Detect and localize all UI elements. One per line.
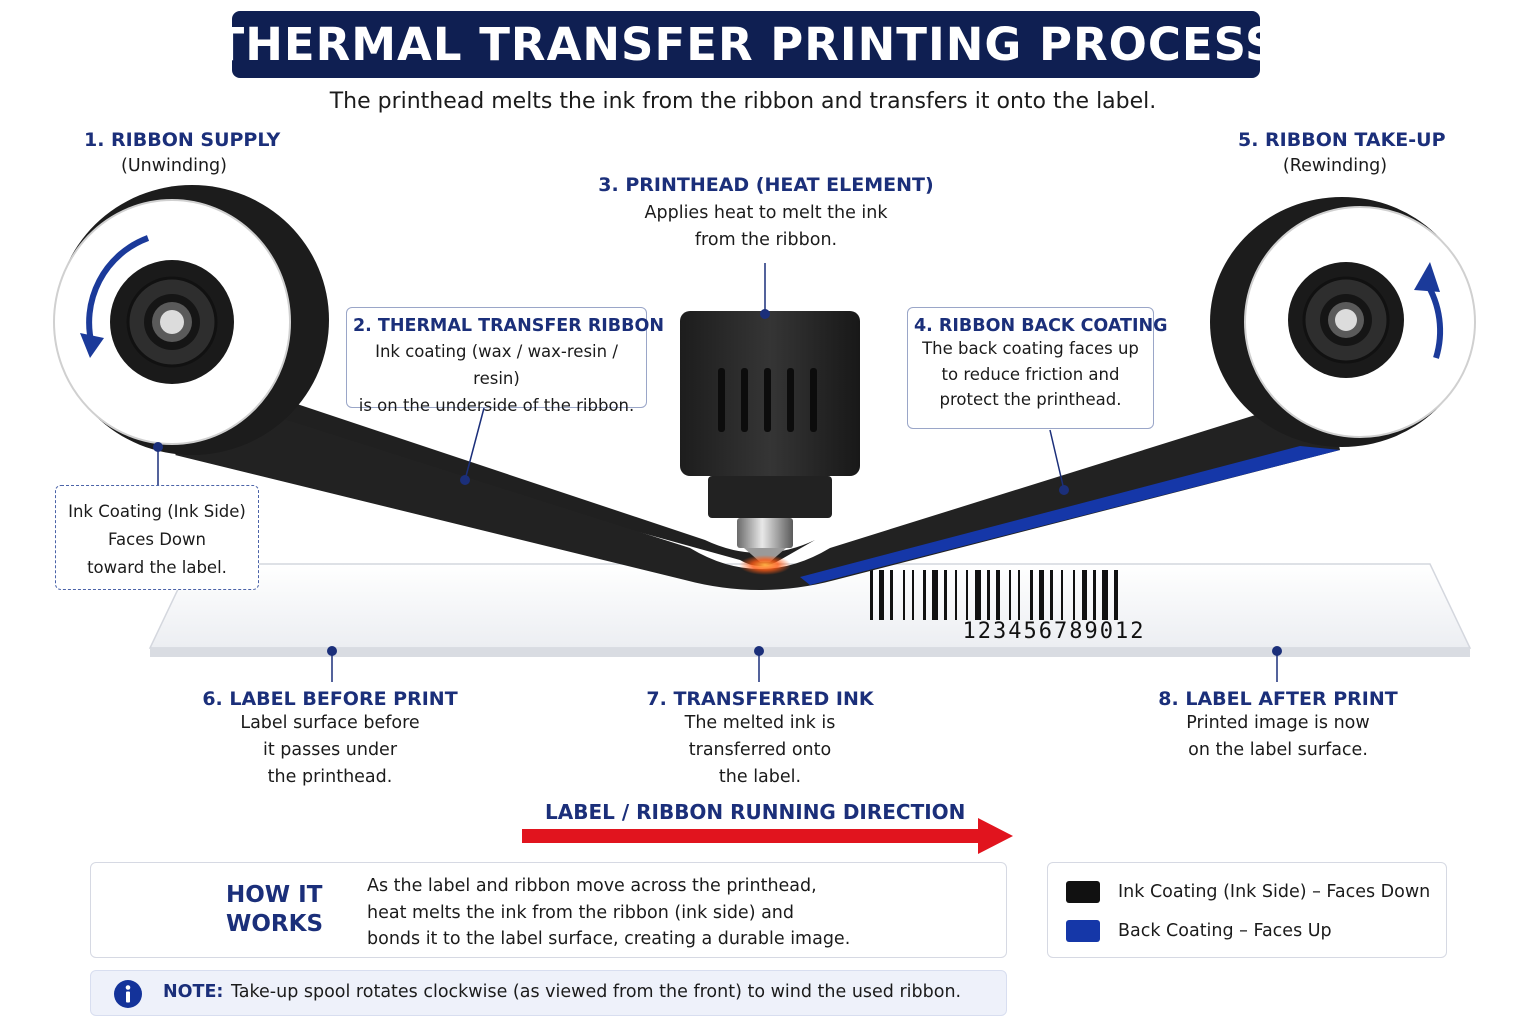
direction-arrow-icon: [522, 818, 1013, 854]
step-title: 1. RIBBON SUPPLY: [84, 129, 281, 151]
barcode-bar: [1082, 570, 1087, 620]
ribbon-takeup-spool: [1210, 197, 1476, 447]
step-text-line: Applies heat to melt the ink: [644, 203, 888, 223]
barcode-bar: [932, 570, 938, 620]
step-text-line: it passes under: [262, 740, 398, 760]
how-it-works-title: HOW IT WORKS: [226, 881, 336, 939]
barcode-bar: [1018, 570, 1020, 620]
barcode-bar: [987, 570, 990, 620]
legend-label: Back Coating – Faces Up: [1118, 921, 1332, 941]
note-line: Ink Coating (Ink Side): [68, 502, 246, 521]
legend-item-back: Back Coating – Faces Up: [1066, 920, 1332, 942]
legend-swatch-ink: [1066, 881, 1100, 903]
step-title: 4. RIBBON BACK COATING: [914, 316, 1168, 336]
step-title: 3. PRINTHEAD (HEAT ELEMENT): [598, 174, 934, 196]
step-title: 5. RIBBON TAKE-UP: [1238, 129, 1446, 151]
barcode-bar: [1061, 570, 1063, 620]
step-text-line: the printhead.: [267, 767, 393, 787]
step-text-line: Label surface before: [240, 713, 420, 733]
step-title: 2. THERMAL TRANSFER RIBBON: [353, 316, 665, 336]
how-title-line: WORKS: [226, 911, 324, 937]
note-line: Faces Down: [108, 530, 206, 549]
step-label-after: 8. LABEL AFTER PRINT Printed image is no…: [1150, 688, 1406, 764]
barcode-bar: [903, 570, 905, 620]
step-text-line: to reduce friction and: [941, 364, 1120, 384]
step-text-line: Printed image is now: [1186, 713, 1370, 733]
step-text-line: The melted ink is: [684, 713, 836, 733]
barcode-bar: [1039, 570, 1044, 620]
step-text-line: from the ribbon.: [694, 230, 838, 250]
legend-swatch-back: [1066, 920, 1100, 942]
barcode-bar: [1073, 570, 1075, 620]
step-transferred-ink: 7. TRANSFERRED INK The melted ink is tra…: [640, 688, 880, 791]
rewind-arrowhead: [1414, 262, 1440, 292]
page-title: THERMAL TRANSFER PRINTING PROCESS: [213, 18, 1279, 71]
barcode-bar: [912, 570, 914, 620]
barcode-bar: [890, 570, 893, 620]
step-text-line: on the label surface.: [1188, 740, 1368, 760]
step-title: 6. LABEL BEFORE PRINT: [202, 688, 458, 710]
note-panel: NOTE: Take-up spool rotates clockwise (a…: [90, 970, 1007, 1016]
barcode-bar: [923, 570, 926, 620]
heat-glow: [739, 555, 791, 575]
barcode-bar: [1030, 570, 1033, 620]
barcode-bar: [1102, 570, 1108, 620]
barcode-bar: [1009, 570, 1011, 620]
note-label: NOTE:: [163, 982, 224, 1002]
barcode-number: 123456789012: [962, 619, 1146, 644]
unwind-arrow-icon: [86, 235, 150, 346]
barcode-bar: [996, 570, 1000, 620]
barcode-bar: [1114, 570, 1118, 620]
ink-side-note: Ink Coating (Ink Side) Faces Down toward…: [55, 485, 259, 590]
step-title: 7. TRANSFERRED INK: [646, 688, 874, 710]
ribbon-back-coating: [800, 446, 1340, 585]
step-text-line: is on the underside of the ribbon.: [358, 396, 635, 415]
note-text: Take-up spool rotates clockwise (as view…: [231, 982, 962, 1002]
step-text: (Unwinding): [121, 156, 227, 176]
step-text-line: transferred onto: [688, 740, 832, 760]
step-title: 8. LABEL AFTER PRINT: [1158, 688, 1398, 710]
barcode-bar: [1050, 570, 1053, 620]
step-ribbon-takeup: 5. RIBBON TAKE-UP (Rewinding): [1238, 129, 1446, 180]
step-text-line: protect the printhead.: [939, 390, 1122, 409]
note-line: toward the label.: [87, 558, 227, 577]
ribbon-left-segment: [190, 390, 815, 566]
barcode-bar: [966, 570, 968, 620]
direction-label: LABEL / RIBBON RUNNING DIRECTION: [545, 800, 966, 824]
step-text-line: The back coating faces up: [922, 339, 1139, 358]
callout-thermal-ribbon: 2. THERMAL TRANSFER RIBBON Ink coating (…: [346, 307, 665, 415]
barcode-bar: [975, 570, 981, 620]
step-text-line: the label.: [718, 767, 802, 787]
how-title-line: HOW IT: [226, 882, 323, 908]
step-printhead: 3. PRINTHEAD (HEAT ELEMENT) Applies heat…: [596, 174, 936, 254]
how-text-line: bonds it to the label surface, creating …: [367, 929, 851, 949]
title-banner: THERMAL TRANSFER PRINTING PROCESS: [214, 11, 1277, 78]
legend-panel: Ink Coating (Ink Side) – Faces Down Back…: [1047, 862, 1447, 958]
printhead: [680, 311, 860, 562]
barcode: [870, 570, 1118, 620]
step-ribbon-supply: 1. RIBBON SUPPLY (Unwinding): [84, 129, 281, 180]
barcode-bar: [944, 570, 947, 620]
step-text-line: Ink coating (wax / wax-resin / resin): [375, 342, 618, 388]
barcode-bar: [879, 570, 884, 620]
unwind-arrowhead: [80, 333, 104, 358]
page-subtitle: The printhead melts the ink from the rib…: [329, 89, 1157, 114]
legend-label: Ink Coating (Ink Side) – Faces Down: [1118, 882, 1431, 902]
info-icon: [114, 980, 142, 1008]
leader-lines: [153, 263, 1282, 682]
barcode-bar: [870, 570, 873, 620]
step-text: (Rewinding): [1282, 156, 1388, 176]
how-it-works-text: As the label and ribbon move across the …: [367, 873, 927, 953]
barcode-bar: [955, 570, 957, 620]
how-text-line: heat melts the ink from the ribbon (ink …: [367, 902, 795, 923]
how-it-works-panel: HOW IT WORKS As the label and ribbon mov…: [90, 862, 1007, 958]
barcode-bar: [1093, 570, 1096, 620]
label-strip: [148, 563, 1472, 657]
how-text-line: As the label and ribbon move across the …: [367, 876, 817, 896]
ribbon-supply-spool: [53, 185, 329, 455]
step-label-before: 6. LABEL BEFORE PRINT Label surface befo…: [200, 688, 460, 791]
legend-item-ink: Ink Coating (Ink Side) – Faces Down: [1066, 881, 1430, 903]
callout-back-coating: 4. RIBBON BACK COATING The back coating …: [907, 307, 1168, 429]
